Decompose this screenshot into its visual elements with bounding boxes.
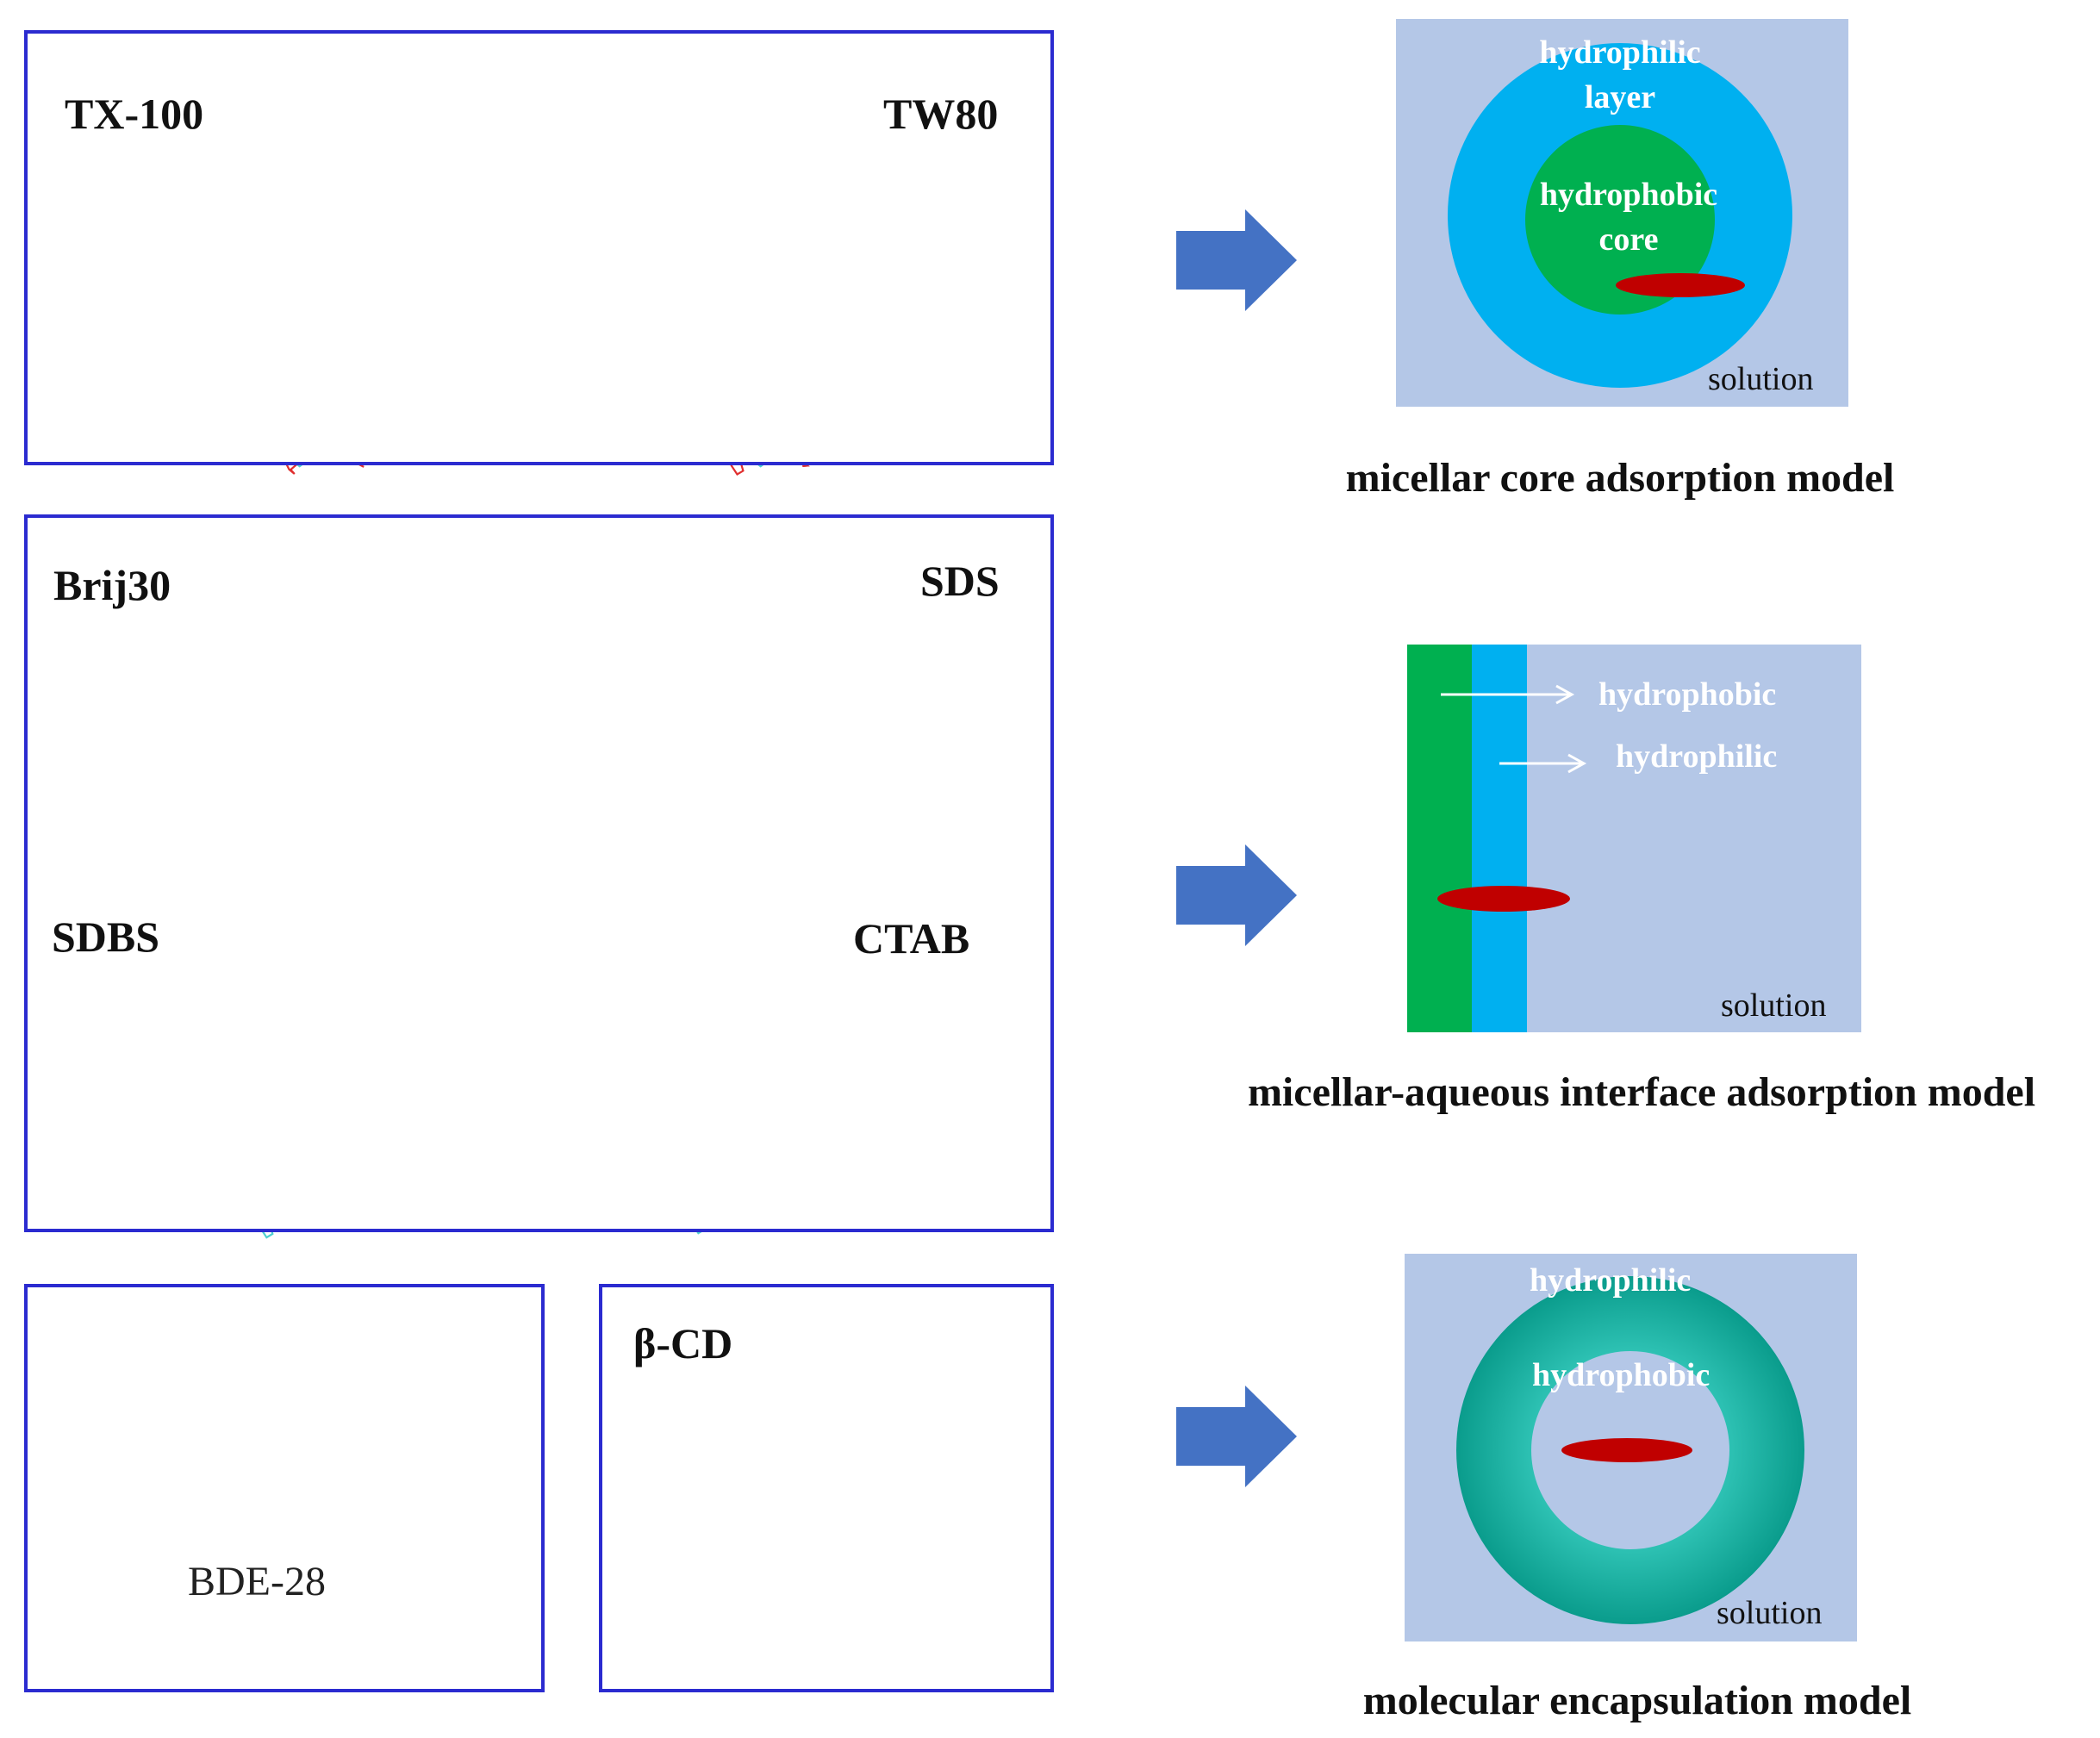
label-sdbs: SDBS [52, 913, 160, 961]
interface-hydrophilic-label: hydrophilic [1616, 738, 1778, 775]
label-tx100: TX-100 [65, 90, 204, 138]
interface-solution-label: solution [1721, 987, 1827, 1024]
label-sds: SDS [920, 557, 1000, 605]
interface-model-pollutant [1437, 886, 1570, 912]
label-tw80: TW80 [883, 90, 999, 138]
core-outer-label-line1: hydrophilic [1539, 34, 1701, 71]
panel-bde28 [24, 1284, 545, 1692]
core-solution-label: solution [1708, 361, 1814, 397]
encap-inner-label: hydrophobic [1532, 1357, 1711, 1393]
encap-outer-label: hydrophilic [1530, 1262, 1692, 1299]
core-inner-label: hydrophobic core [1521, 172, 1736, 262]
interface-hydrophobic-label: hydrophobic [1598, 676, 1777, 713]
panel-beta-cd [599, 1284, 1054, 1692]
arrow-icon [1176, 1386, 1297, 1487]
interface-model-caption: micellar-aqueous interface adsorption mo… [1247, 1069, 2036, 1115]
encap-model-pollutant [1561, 1438, 1692, 1462]
arrow-icon [1176, 209, 1297, 311]
arrow-icon [1176, 844, 1297, 946]
encap-model-caption: molecular encapsulation model [1362, 1678, 1912, 1723]
panel-nonionic-micelles [24, 30, 1054, 465]
core-outer-label: hydrophilic layer [1512, 30, 1728, 120]
label-bde28: BDE-28 [188, 1559, 326, 1604]
core-inner-label-line2: core [1598, 221, 1659, 258]
encap-solution-label: solution [1717, 1595, 1823, 1631]
panel-surfactant-micelles [24, 514, 1054, 1232]
core-inner-label-line1: hydrophobic [1539, 177, 1718, 213]
interface-model-hydrophilic-layer [1472, 645, 1527, 1032]
core-outer-label-line2: layer [1584, 79, 1656, 115]
core-model-caption: micellar core adsorption model [1345, 455, 1895, 501]
label-beta-cd: β-CD [633, 1319, 733, 1367]
label-ctab: CTAB [853, 914, 970, 962]
core-model-pollutant [1616, 273, 1745, 297]
core-model-hydrophobic-core [1525, 125, 1715, 315]
interface-model-hydrophobic-layer [1407, 645, 1472, 1032]
label-brij30: Brij30 [53, 561, 171, 609]
